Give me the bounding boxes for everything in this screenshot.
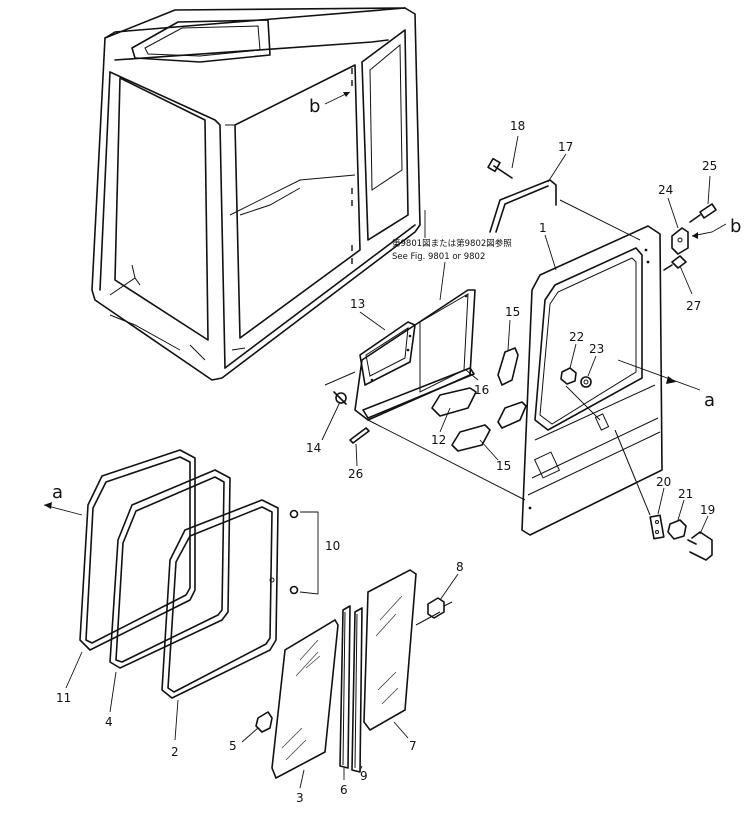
svg-text:b: b <box>730 216 741 237</box>
callout-11: 11 <box>56 691 71 705</box>
callout-13: 13 <box>350 297 365 311</box>
clips-10 <box>289 509 319 595</box>
seal-2-hole <box>269 577 275 583</box>
rubber-strip-6 <box>339 605 351 769</box>
arrow-b-right: b <box>691 216 741 239</box>
arrow-b-top: b <box>309 91 351 117</box>
svg-text:a: a <box>52 482 63 503</box>
callout-25: 25 <box>702 159 717 173</box>
callout-15b: 15 <box>496 459 511 473</box>
callout-2: 2 <box>171 745 179 759</box>
seal-2 <box>161 499 279 699</box>
cab-frame <box>91 7 421 381</box>
callout-1: 1 <box>539 221 547 235</box>
callout-19: 19 <box>700 503 715 517</box>
callout-6: 6 <box>340 783 348 797</box>
callout-18: 18 <box>510 119 525 133</box>
callout-27: 27 <box>686 299 701 313</box>
callout-23: 23 <box>589 342 604 356</box>
door <box>521 225 663 536</box>
callout-4: 4 <box>105 715 113 729</box>
callout-15a: 15 <box>505 305 520 319</box>
arrow-a-right: a <box>617 359 715 411</box>
bolt-25 <box>689 203 717 223</box>
strip-26 <box>349 427 370 444</box>
callout-12: 12 <box>431 433 446 447</box>
hinge-bracket-24 <box>671 227 689 255</box>
svg-text:b: b <box>309 96 320 117</box>
callout-9: 9 <box>360 769 368 783</box>
catch-8 <box>415 597 453 626</box>
nut-22 <box>560 367 577 385</box>
callout-24: 24 <box>658 183 673 197</box>
callout-7: 7 <box>409 739 417 753</box>
reference-note: 第9801図または第9802図参照 See Fig. 9801 or 9802 <box>392 210 512 301</box>
callout-22: 22 <box>569 330 584 344</box>
svg-text:第9801図または第9802図参照: 第9801図または第9802図参照 <box>392 238 512 249</box>
callout-21: 21 <box>678 487 693 501</box>
callout-3: 3 <box>296 791 304 805</box>
bolt-27 <box>663 255 687 271</box>
catch-5 <box>255 711 273 733</box>
arrow-a-left: a <box>43 482 83 516</box>
bolt-14 <box>333 391 347 405</box>
handle-bar <box>487 157 641 241</box>
glass-7 <box>363 569 417 732</box>
svg-text:See Fig. 9801 or 9802: See Fig. 9801 or 9802 <box>392 252 485 262</box>
callout-17: 17 <box>558 140 573 154</box>
callout-numbers: 1 2 3 4 5 6 7 8 9 10 11 12 13 14 15 15 1… <box>56 119 717 805</box>
callout-8: 8 <box>456 560 464 574</box>
callout-20: 20 <box>656 475 671 489</box>
callout-5: 5 <box>229 739 237 753</box>
seal-11 <box>79 449 196 651</box>
rubber-strip-9 <box>351 607 363 773</box>
seal-4 <box>109 469 231 669</box>
callout-26: 26 <box>348 467 363 481</box>
plate-20 <box>649 514 665 540</box>
u-bolt-19 <box>687 531 713 561</box>
callout-16: 16 <box>474 383 489 397</box>
door-inner-panel <box>324 289 526 501</box>
svg-text:a: a <box>704 390 715 411</box>
callout-10: 10 <box>325 539 340 553</box>
leader-lines <box>65 135 711 789</box>
seal-pads <box>431 347 527 452</box>
callout-14: 14 <box>306 441 321 455</box>
glass-3 <box>271 618 339 780</box>
nut-21 <box>667 519 687 540</box>
washer-23 <box>580 376 592 388</box>
